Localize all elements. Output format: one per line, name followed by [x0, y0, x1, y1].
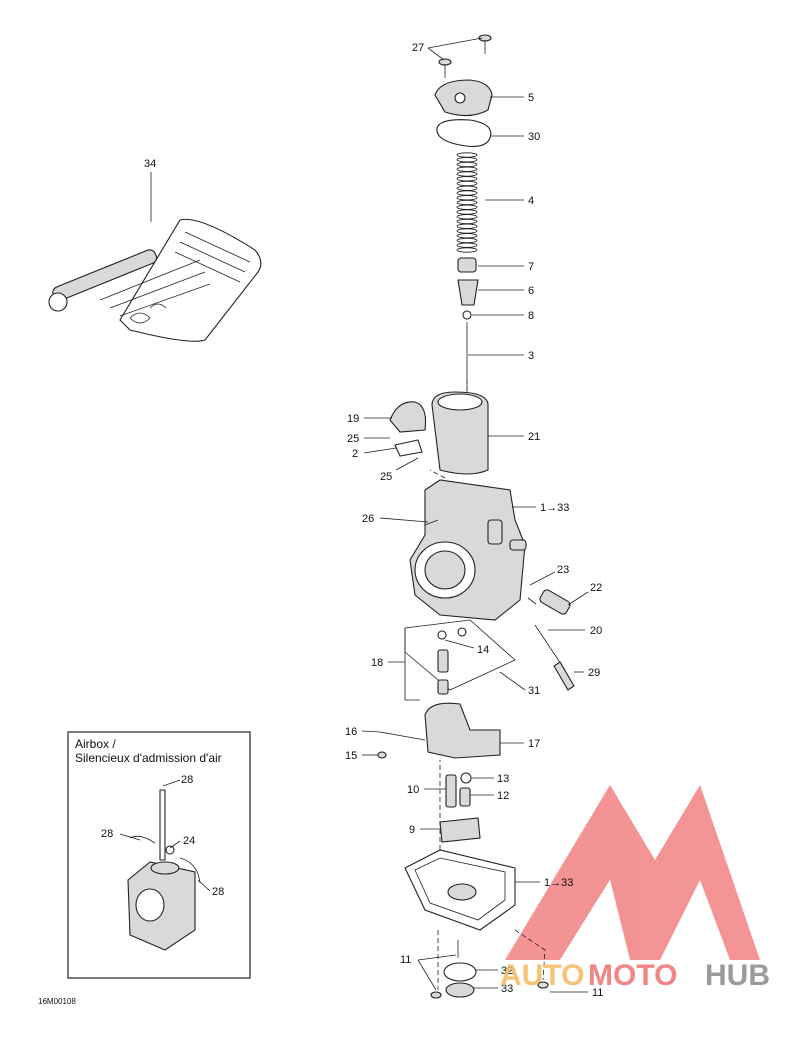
callout-25a: 25: [347, 433, 359, 445]
callout-1-33-bottom: 1→33: [544, 877, 573, 889]
callout-17: 17: [528, 738, 540, 750]
watermark-text: AUTO MOTO HUB: [500, 959, 770, 992]
spring-coil: [456, 176, 478, 182]
retainer-7-part: [457, 257, 477, 273]
callout-34: 34: [144, 158, 156, 170]
callout-9: 9: [409, 824, 415, 836]
callout-22: 22: [590, 582, 602, 594]
callout-16: 16: [345, 726, 357, 738]
spring-coil: [456, 157, 478, 163]
float-17-part: [377, 702, 501, 759]
spring-coil: [456, 218, 478, 225]
callout-1-33-top: 1→33: [540, 502, 569, 514]
callout-7: 7: [528, 261, 534, 273]
spring-coil: [456, 161, 478, 168]
needle-holder-6-part: [457, 279, 479, 306]
cap-5-part: [434, 79, 493, 117]
float-bowl-part: [404, 849, 516, 931]
jets-part: [445, 772, 472, 808]
assembly-guides: [429, 380, 546, 990]
callout-3: 3: [528, 350, 534, 362]
needle-jet-9-part: [439, 817, 481, 843]
callout-4: 4: [528, 195, 534, 207]
callout-26: 26: [362, 513, 374, 525]
callout-6: 6: [528, 285, 534, 297]
pilot-screw-parts: [527, 589, 575, 691]
callout-33: 33: [501, 983, 513, 995]
spring-coil: [456, 171, 478, 177]
gasket-31-part: [404, 619, 516, 695]
spring-coil: [456, 228, 478, 234]
spring-coil: [456, 199, 478, 206]
drawing-code: 16M00108: [38, 997, 76, 1006]
callout-25b: 25: [380, 471, 392, 483]
airbox-inset: Airbox / Silencieux d'admission d'air 28…: [67, 731, 251, 979]
callout-12: 12: [497, 790, 509, 802]
spring-coil: [456, 242, 478, 248]
spring-coil: [456, 214, 478, 220]
callout-18: 18: [371, 657, 383, 669]
callout-29: 29: [588, 667, 600, 679]
spring-coil: [456, 180, 478, 187]
callout-19: 19: [347, 413, 359, 425]
clip-8-part: [462, 310, 472, 320]
inset-title-line2: Silencieux d'admission d'air: [75, 751, 222, 765]
watermark-hub: HUB: [705, 959, 770, 992]
callout-8: 8: [528, 310, 534, 322]
spring-coil: [456, 190, 478, 196]
callout-13: 13: [497, 773, 509, 785]
callout-30: 30: [528, 131, 540, 143]
callout-27: 27: [412, 42, 424, 54]
gasket-30-part: [436, 119, 492, 147]
inset-label-28a: 28: [181, 774, 193, 786]
spring-coil: [456, 195, 478, 201]
callout-10: 10: [407, 784, 419, 796]
callout-2: 2: [352, 448, 358, 460]
inset-label-28b: 28: [101, 828, 113, 840]
screw-27-part: [438, 34, 492, 78]
inset-title-line1: Airbox /: [75, 737, 116, 751]
spring-coil: [456, 233, 478, 239]
tool-kit-part: [48, 218, 262, 342]
watermark-moto: MOTO: [588, 959, 677, 992]
spring-coil: [456, 237, 478, 244]
callout-31: 31: [528, 685, 540, 697]
spring-coil: [456, 209, 478, 215]
inset-label-24: 24: [183, 835, 195, 847]
callout-11-left: 11: [400, 954, 411, 966]
callout-14: 14: [477, 644, 489, 656]
drain-plug-part: [430, 940, 549, 999]
spring-coil: [456, 185, 478, 191]
callout-21: 21: [528, 431, 540, 443]
spring-coil: [456, 223, 478, 229]
carburetor-body-part: [409, 479, 527, 621]
bracket-19-part: [389, 401, 427, 457]
callout-23: 23: [557, 564, 569, 576]
spring-coil: [456, 204, 478, 210]
callout-11-right: 11: [592, 987, 603, 999]
callout-15: 15: [345, 750, 357, 762]
callouts: 27 5 30 4 7 6 8 3 19 25 2 25 21: [144, 37, 603, 999]
inset-label-28c: 28: [212, 886, 224, 898]
throttle-slide-21-part: [431, 391, 489, 475]
watermark-logo: [505, 785, 760, 960]
spring-coil: [456, 166, 478, 172]
callout-5: 5: [528, 92, 534, 104]
spring-coil: [456, 152, 478, 158]
callout-20: 20: [590, 625, 602, 637]
watermark-auto: AUTO: [500, 959, 584, 992]
spring-4-part: [456, 152, 478, 253]
callout-32: 32: [501, 965, 513, 977]
spring-coil: [456, 247, 478, 253]
